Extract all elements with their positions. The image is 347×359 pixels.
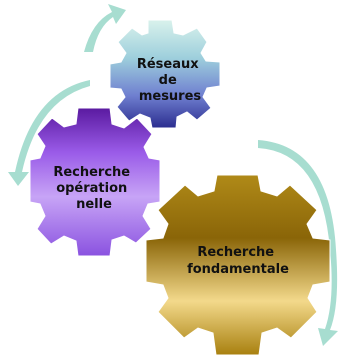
gear-recherche-operationnelle: Recherche opération nelle [29, 107, 161, 257]
gear-reseaux-de-mesures: Réseaux de mesures [109, 19, 221, 129]
gear-reseaux-label: Réseaux de mesures [137, 57, 203, 104]
cycle-arrows [8, 4, 338, 346]
gear-recherche-fond-shape [145, 174, 331, 356]
gear-recherche-fondamentale: Recherche fondamentale [145, 174, 331, 356]
gear-recherche-op-label: Recherche opération nelle [53, 165, 134, 212]
right-arc-arrow [258, 140, 338, 346]
gear-reseaux-shape [109, 19, 221, 129]
left-arc-arrow [8, 80, 90, 186]
gear-recherche-fond-label: Recherche fondamentale [187, 245, 289, 277]
top-arc-arrow [84, 4, 126, 52]
gear-recherche-op-shape [29, 107, 161, 257]
